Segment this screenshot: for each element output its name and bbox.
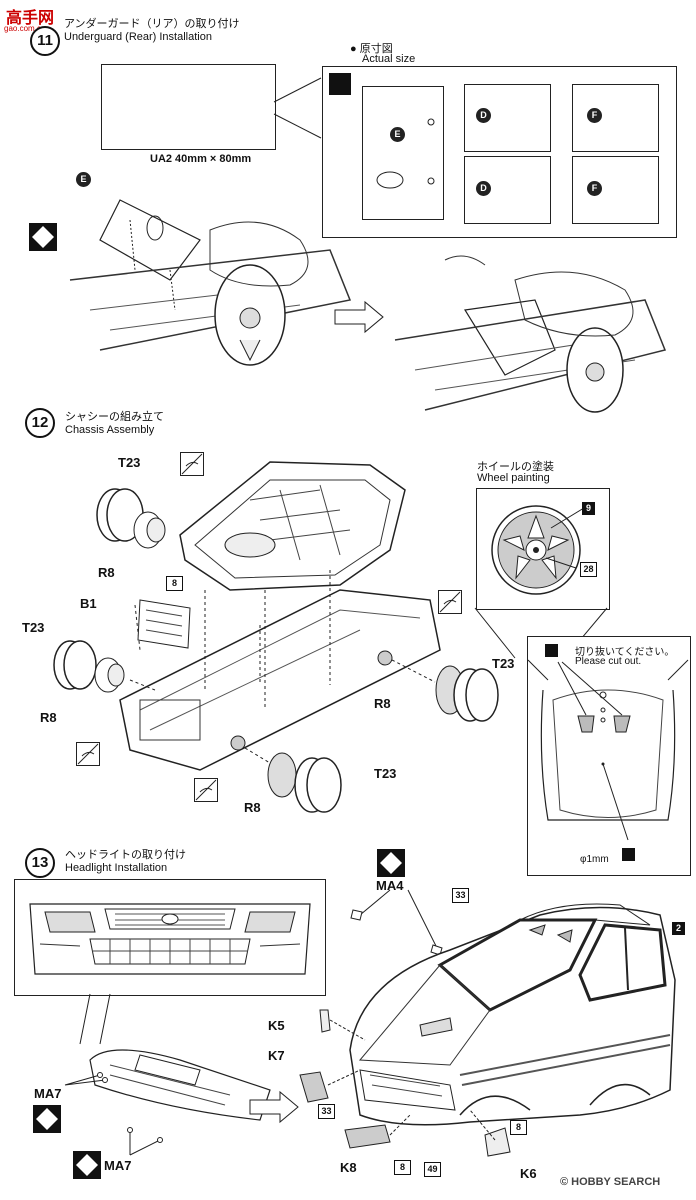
label-k7: K7 xyxy=(268,1048,285,1063)
wheel-painting-drawing xyxy=(491,505,585,595)
callout-line-11 xyxy=(273,77,322,139)
label-t23-bottom: T23 xyxy=(374,766,397,781)
decal-sheet-icon xyxy=(329,73,351,95)
part-e-holes xyxy=(376,118,435,189)
label-k8: K8 xyxy=(340,1160,357,1175)
wheel-title-en: Wheel painting xyxy=(477,472,550,484)
step-13-number: 13 xyxy=(25,848,55,878)
label-b1: B1 xyxy=(80,596,97,611)
label-ma7-left: MA7 xyxy=(34,1086,62,1101)
decal-sheet-label: UA2 40mm × 80mm xyxy=(150,153,252,165)
part-f-bottom-outline xyxy=(572,156,659,224)
copyright-symbol: © xyxy=(560,1176,569,1188)
chassis-assembly-drawing xyxy=(53,461,499,813)
color-8-badge-b1: 8 xyxy=(166,576,183,591)
actual-size-jp-text: 原寸図 xyxy=(359,43,393,55)
step-12-title-jp: シャシーの組み立て xyxy=(65,410,164,423)
part-e-outline xyxy=(362,86,444,220)
label-t23-left: T23 xyxy=(22,620,45,635)
label-r8-left: R8 xyxy=(40,710,57,725)
color-8-badge-1: 8 xyxy=(510,1120,527,1135)
step-13-title-en: Headlight Installation xyxy=(65,862,168,874)
front-grille-drawing xyxy=(29,903,311,975)
part-d-bottom-label: D xyxy=(476,181,491,196)
diamond-glue-icon-13b xyxy=(73,1151,101,1179)
drill-icon xyxy=(622,848,635,861)
part-e-label: E xyxy=(390,127,405,142)
color-28-badge: 28 xyxy=(580,562,597,577)
step-11-title-jp: アンダーガード（リア）の取り付け xyxy=(64,17,240,30)
cutout-jp: 切り抜いてください。 xyxy=(575,647,675,658)
label-k5: K5 xyxy=(268,1018,285,1033)
label-r8-right: R8 xyxy=(374,696,391,711)
part-e-callout: E xyxy=(76,172,91,187)
part-f-top-label: F xyxy=(587,108,602,123)
part-f-top-outline xyxy=(572,84,659,152)
color-9-badge: 9 xyxy=(582,502,595,515)
roof-cutout-box xyxy=(527,636,691,876)
detail-callout-line xyxy=(79,993,111,1045)
arrow-icon-13 xyxy=(249,1090,299,1124)
no-glue-icon-3 xyxy=(76,742,100,766)
footer-brand: © HOBBY SEARCH xyxy=(560,1176,660,1188)
no-glue-icon-1 xyxy=(180,452,204,476)
diamond-glue-icon-13c xyxy=(377,849,405,877)
label-t23-top: T23 xyxy=(118,455,141,470)
step-13-title-jp: ヘッドライトの取り付け xyxy=(65,848,186,861)
actual-size-jp: ● 原寸図 xyxy=(350,40,393,56)
color-33-badge-4: 33 xyxy=(318,1104,335,1119)
label-k6: K6 xyxy=(520,1166,537,1181)
bullet-icon: ● xyxy=(350,43,357,55)
label-r8-top: R8 xyxy=(98,565,115,580)
wheel-title-jp: ホイールの塗装 xyxy=(477,460,554,473)
color-2-badge: 2 xyxy=(672,922,685,935)
rear-chassis-drawing-after xyxy=(394,255,667,413)
color-49-badge: 49 xyxy=(424,1162,441,1177)
diamond-glue-icon-11 xyxy=(29,223,57,251)
roof-cutout-drawing xyxy=(527,659,689,841)
label-ma4: MA4 xyxy=(376,878,404,893)
label-ma7-bottom: MA7 xyxy=(104,1158,132,1173)
brand-text: HOBBY SEARCH xyxy=(571,1176,661,1188)
no-glue-icon-4 xyxy=(194,778,218,802)
step-11-number: 11 xyxy=(30,26,60,56)
label-t23-right: T23 xyxy=(492,656,515,671)
actual-size-en: Actual size xyxy=(362,53,416,65)
car-body-drawing xyxy=(299,889,676,1157)
front-bumper-drawing xyxy=(89,1049,271,1121)
label-r8-bottom: R8 xyxy=(244,800,261,815)
cut-icon xyxy=(545,644,558,657)
watermark-url: gao.com.cn xyxy=(4,24,46,33)
step-12-number: 12 xyxy=(25,408,55,438)
rear-chassis-drawing-before xyxy=(69,199,352,366)
arrow-icon-11 xyxy=(334,300,384,334)
cutout-en: Please cut out. xyxy=(575,656,642,667)
step-11-title-en: Underguard (Rear) Installation xyxy=(64,31,212,43)
ma7-pointers xyxy=(64,1072,163,1156)
diamond-glue-icon-13a xyxy=(33,1105,61,1133)
part-d-top-label: D xyxy=(476,108,491,123)
part-f-bottom-label: F xyxy=(587,181,602,196)
watermark-logo: 高手网 xyxy=(6,8,55,27)
color-33-badge-1: 33 xyxy=(452,888,469,903)
step-12-title-en: Chassis Assembly xyxy=(65,424,155,436)
no-glue-icon-2 xyxy=(438,590,462,614)
hole-size-label: φ1mm xyxy=(580,854,609,865)
color-8-badge-2: 8 xyxy=(394,1160,411,1175)
decal-sheet-ua2 xyxy=(101,64,276,150)
